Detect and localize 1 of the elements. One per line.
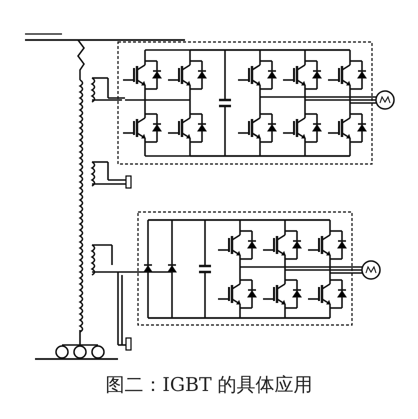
figure-caption: 图二：IGBT 的具体应用 (104, 373, 314, 398)
